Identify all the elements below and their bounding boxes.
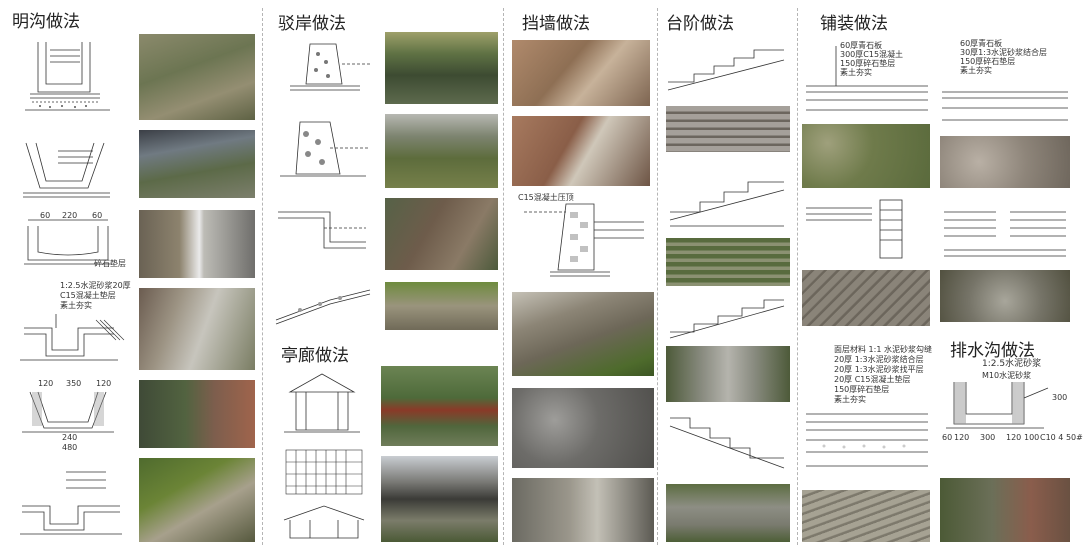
photo-paving-1 — [802, 124, 930, 188]
gravel-label: 碎石垫层 — [94, 259, 126, 268]
dim-b-mid: 350 — [66, 379, 82, 388]
title-open-ditch: 明沟做法 — [12, 12, 80, 32]
drain-right-label: C10 4 50# — [1040, 433, 1083, 442]
photo-ditch-6 — [139, 458, 255, 542]
paving-layer-5: 150厚碎石垫层 — [834, 385, 890, 394]
photo-ditch-1 — [139, 34, 255, 120]
paving-note-3: 150厚碎石垫层 — [840, 59, 896, 68]
title-drain: 排水沟做法 — [950, 341, 1035, 361]
paving-layer-2: 20厚 1:3水泥砂浆结合层 — [834, 355, 924, 364]
title-pavilion: 亭廊做法 — [281, 346, 349, 366]
photo-ditch-5 — [139, 380, 255, 448]
drain-drawing: 1:2.5水泥砂浆 M10水泥砂浆 60 120 300 120 100 C10… — [940, 358, 1083, 452]
title-revetment: 驳岸做法 — [278, 14, 346, 34]
photo-ditch-4 — [139, 288, 255, 370]
photo-drain — [940, 478, 1070, 542]
revetment-drawing-3 — [270, 198, 376, 262]
photo-retaining-5 — [512, 478, 654, 542]
photo-paving-3 — [802, 490, 930, 542]
divider-4 — [797, 8, 798, 545]
drain-dim-1: 60 — [942, 433, 953, 442]
note-soil: 素土夯实 — [60, 301, 92, 310]
photo-retaining-2 — [512, 116, 650, 186]
dim-mid: 220 — [62, 211, 78, 220]
photo-retaining-3 — [512, 292, 654, 376]
paving2-note-4: 素土夯实 — [960, 66, 992, 75]
divider-3 — [657, 8, 658, 545]
ditch-detail-drawing-6 — [16, 462, 128, 544]
paving-layer-1: 面层材料 1:1 水泥砂浆勾缝 — [834, 345, 932, 354]
revetment-drawing-1 — [270, 34, 376, 104]
drain-dim-2: 120 — [954, 433, 970, 442]
dim-480: 480 — [62, 443, 78, 452]
photo-revetment-2 — [385, 114, 498, 188]
dim-b-right: 120 — [96, 379, 112, 388]
pavilion-elevation-drawing — [276, 368, 368, 440]
note-concrete: C15混凝土垫层 — [60, 291, 116, 300]
photo-steps-3 — [666, 346, 790, 402]
photo-retaining-1 — [512, 40, 650, 106]
paving2-note-1: 60厚青石板 — [960, 39, 1003, 48]
photo-pavilion-1 — [381, 366, 498, 446]
photo-revetment-4 — [385, 282, 498, 330]
photo-pavilion-2 — [381, 456, 498, 542]
paving-drawing-2 — [804, 196, 930, 266]
photo-paving-2 — [802, 270, 930, 326]
photo-steps-4 — [666, 484, 790, 542]
dim-left: 60 — [40, 211, 51, 220]
paving-note-1: 60厚青石板 — [840, 41, 883, 50]
photo-revetment-3 — [385, 198, 498, 270]
photo-paving-4 — [940, 136, 1070, 188]
paving-layer-6: 素土夯实 — [834, 395, 866, 404]
ditch-detail-drawing-3: 60 220 60 碎石垫层 — [16, 211, 128, 276]
title-paving: 铺装做法 — [820, 14, 888, 34]
dim-240: 240 — [62, 433, 78, 442]
ditch-detail-drawing-4: 1:2.5水泥砂浆20厚 C15混凝土垫层 素土夯实 — [16, 280, 131, 372]
paving-layer-4: 20厚 C15混凝土垫层 — [834, 375, 911, 384]
drain-mortar-label: 1:2.5水泥砂浆 — [982, 359, 1042, 369]
pavilion-plan-drawing — [276, 444, 372, 500]
photo-ditch-2 — [139, 130, 255, 198]
divider-2 — [503, 8, 504, 545]
photo-ditch-3 — [139, 210, 255, 278]
paving-drawing-1: 60厚青石板 300厚C15混凝土 150厚碎石垫层 素土夯实 — [804, 38, 930, 118]
photo-steps-1 — [666, 106, 790, 152]
title-retaining-wall: 挡墙做法 — [522, 14, 590, 34]
drain-dim-3: 300 — [980, 433, 996, 442]
ditch-detail-drawing-5: 120 350 120 240 480 — [16, 378, 128, 456]
paving2-note-2: 30厚1:3水泥砂浆结合层 — [960, 48, 1048, 57]
paving2-note-3: 150厚碎石垫层 — [960, 57, 1016, 66]
drain-concrete-label: M10水泥砂浆 — [982, 371, 1032, 380]
steps-drawing-3 — [664, 292, 790, 344]
ditch-detail-drawing-1 — [20, 32, 128, 124]
paving-note-4: 素土夯实 — [840, 68, 872, 77]
paving-drawing-4: 60厚青石板 30厚1:3水泥砂浆结合层 150厚碎石垫层 素土夯实 — [940, 36, 1070, 126]
photo-revetment-1 — [385, 32, 498, 104]
steps-drawing-1 — [664, 40, 790, 102]
photo-retaining-4 — [512, 388, 654, 468]
photo-steps-2 — [666, 238, 790, 286]
pavilion-section-drawing — [276, 502, 372, 544]
paving-layer-3: 20厚 1:3水泥砂浆找平层 — [834, 365, 924, 374]
revetment-drawing-4 — [270, 280, 376, 330]
photo-paving-5 — [940, 270, 1070, 322]
revetment-drawing-2 — [270, 112, 376, 188]
paving-drawing-3: 面层材料 1:1 水泥砂浆勾缝 20厚 1:3水泥砂浆结合层 20厚 1:3水泥… — [804, 342, 932, 480]
dim-right: 60 — [92, 211, 103, 220]
drain-height-label: 300 — [1052, 393, 1068, 402]
paving-note-2: 300厚C15混凝土 — [840, 50, 904, 59]
ditch-detail-drawing-2 — [18, 133, 128, 205]
retaining-wall-drawing: C15混凝土压顶 — [514, 192, 650, 284]
paving-drawing-5 — [940, 200, 1070, 266]
note-mortar: 1:2.5水泥砂浆20厚 — [60, 281, 131, 290]
title-steps: 台阶做法 — [666, 14, 734, 34]
drain-dim-4: 120 — [1006, 433, 1022, 442]
steps-drawing-2 — [664, 160, 790, 234]
divider-1 — [262, 8, 263, 545]
dim-b-left: 120 — [38, 379, 54, 388]
retaining-label: C15混凝土压顶 — [518, 193, 574, 202]
steps-drawing-4 — [664, 406, 790, 478]
drain-dim-5: 100 — [1024, 433, 1040, 442]
